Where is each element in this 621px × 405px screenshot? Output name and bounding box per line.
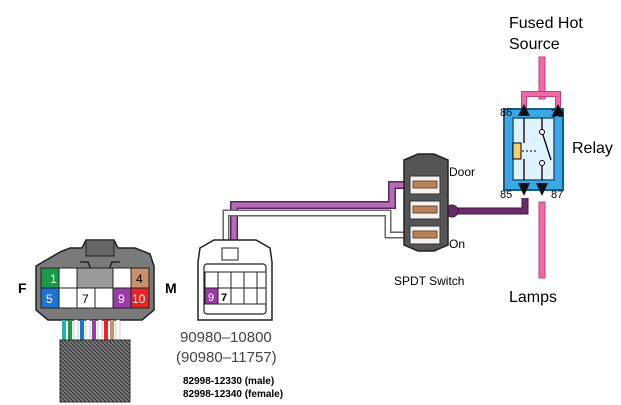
pin-86-terminal [518,104,530,116]
common-terminal [412,205,438,214]
female-pin-9: 9 [118,292,125,306]
pink-wires [521,56,561,279]
lamps-wire [538,201,546,279]
male-connector: 9 7 [197,239,273,321]
part-number-main: 90980–10800 [180,329,272,346]
hot-source-wire [538,56,546,100]
female-connector-label: F [18,280,27,296]
relay-label: Relay [572,140,613,157]
female-pin-10: 10 [132,292,146,306]
pin-30-terminal [552,104,564,116]
relay-pin-30-label: 30 [551,108,563,120]
on-wire [224,211,406,258]
pin-87-terminal [536,183,548,196]
male-pin-9: 9 [208,292,214,304]
relay-coil [512,142,522,160]
male-connector-label: M [165,280,177,296]
spdt-switch [403,153,449,252]
relay-pin-86-label: 86 [500,107,512,119]
female-pin-7: 7 [82,292,89,306]
relay-85-wire [452,198,528,214]
door-wire [231,182,406,258]
male-pin-grid [204,271,267,305]
lamps-label: Lamps [509,289,557,306]
part-number-male: 82998-12330 (male) [183,376,274,387]
door-label: Door [449,165,475,179]
female-pin-4: 4 [136,272,143,286]
female-connector: 1 4 5 7 9 10 [35,239,155,403]
on-terminal [412,230,438,239]
female-pin-5: 5 [46,292,53,306]
fused-hot-source-label-line1: Fused Hot [509,15,583,32]
purple-wires [222,181,529,258]
fused-hot-source-label-line2: Source [509,36,560,53]
relay-terminals [518,104,564,196]
harness-wire-stubs [62,319,121,341]
male-pin-7: 7 [221,292,227,304]
relay: 86 30 85 87 [500,104,564,201]
relay-pin-85-label: 85 [500,189,512,201]
part-number-female: 82998-12340 (female) [183,389,283,400]
pin-85-terminal [518,183,530,196]
female-pin-1: 1 [50,272,57,286]
switch-label: SPDT Switch [394,274,464,288]
female-pin-grid [40,267,150,309]
part-number-alt: (90980–11757) [176,349,277,366]
door-terminal [412,180,438,189]
wire-harness-bundle [59,339,131,403]
relay-pin-87-label: 87 [551,189,563,201]
on-label: On [449,237,465,251]
